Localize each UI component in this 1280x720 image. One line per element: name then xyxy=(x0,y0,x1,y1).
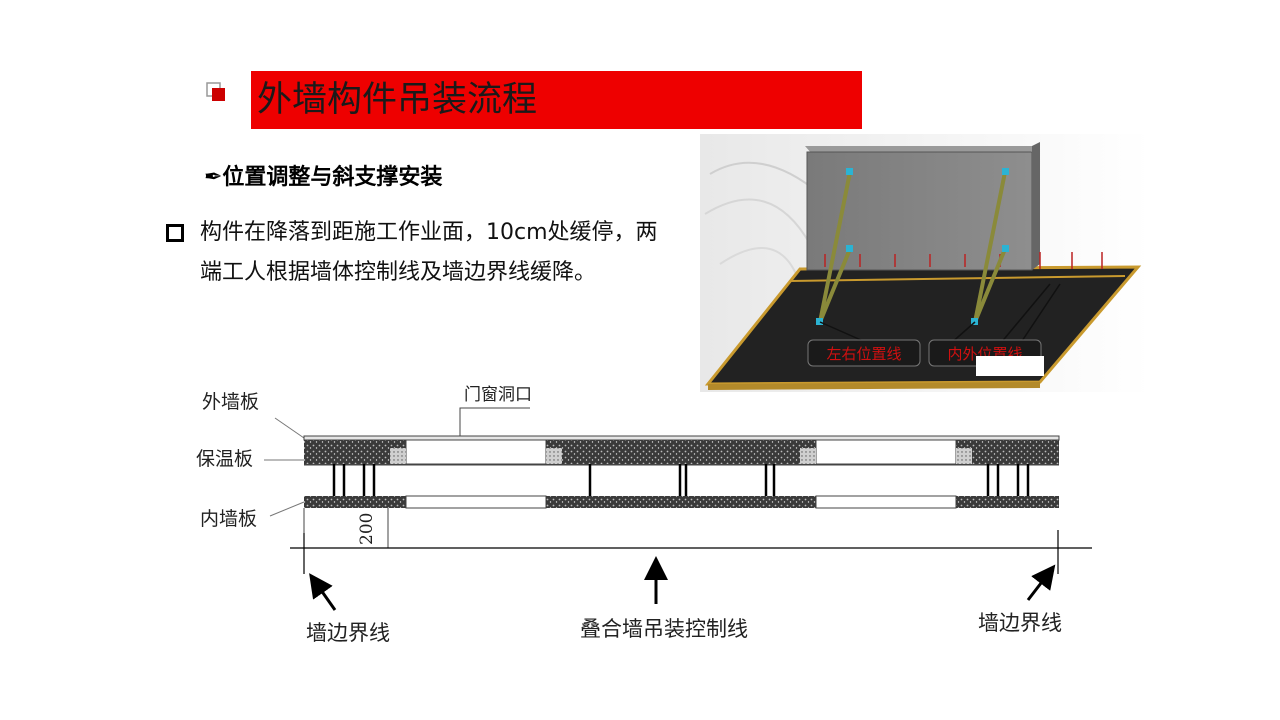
title-bullet-icon xyxy=(206,82,225,101)
photo-label-left: 左右位置线 xyxy=(826,345,901,363)
bullet-text: 构件在降落到距施工作业面，10cm处缓停，两端工人根据墙体控制线及墙边界线缓降。 xyxy=(200,220,658,285)
label-inner-panel: 内墙板 xyxy=(200,508,257,530)
section-subtitle: ✒位置调整与斜支撑安装 xyxy=(204,165,443,190)
label-control-line: 叠合墙吊装控制线 xyxy=(580,617,748,641)
label-insulation: 保温板 xyxy=(196,448,253,470)
slide-title: 外墙构件吊装流程 xyxy=(251,71,862,129)
wall-installation-illustration: 左右位置线 内外位置线 xyxy=(700,134,1150,392)
label-outer-panel: 外墙板 xyxy=(202,391,259,413)
wall-section-diagram: 外墙板 保温板 内墙板 门窗洞口 200 墙边界线 xyxy=(196,385,1092,645)
label-opening: 门窗洞口 xyxy=(464,385,532,405)
label-edge-left: 墙边界线 xyxy=(306,621,390,645)
dimension-200: 200 xyxy=(357,513,377,545)
label-edge-right: 墙边界线 xyxy=(978,611,1062,635)
square-bullet-icon xyxy=(166,224,184,242)
